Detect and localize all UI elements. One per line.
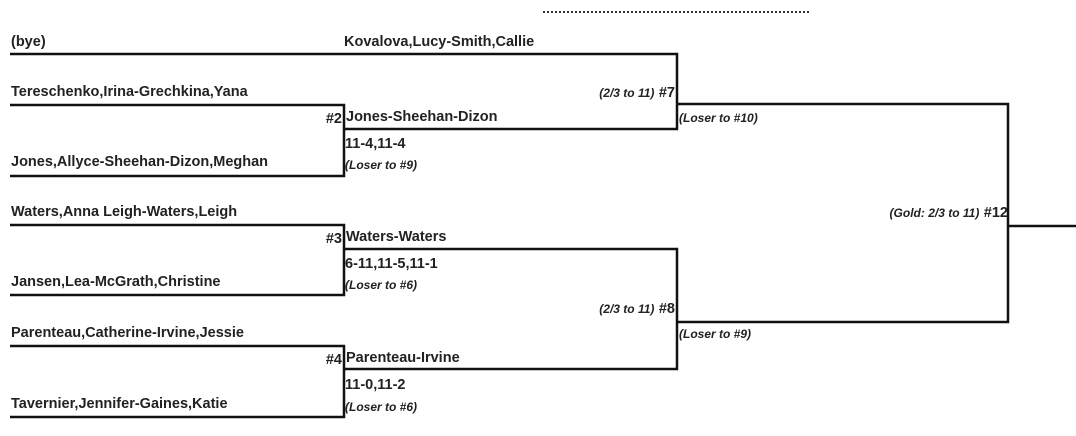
match-4-loser-to: (Loser to #6) <box>345 400 418 414</box>
entry-team: Jansen,Lea-McGrath,Christine <box>11 274 221 290</box>
match-4-winner: Parenteau-Irvine <box>346 350 460 366</box>
dotted-placeholder-line <box>543 11 809 13</box>
match-8-number: #8 <box>658 301 675 317</box>
match-4-number: #4 <box>325 352 342 368</box>
match-2-lines <box>10 103 346 178</box>
match-8-format: (2/3 to 11) <box>599 302 655 316</box>
entry-team: Tereschenko,Irina-Grechkina,Yana <box>11 84 248 100</box>
match-2-score: 11-4,11-4 <box>345 136 406 152</box>
match-3-score: 6-11,11-5,11-1 <box>345 256 438 272</box>
entry-team: Parenteau,Catherine-Irvine,Jessie <box>11 325 244 341</box>
match-8-loser-to: (Loser to #9) <box>679 327 752 341</box>
match-3-lines <box>10 223 346 297</box>
match-2-number: #2 <box>325 111 342 127</box>
entry-team: Tavernier,Jennifer-Gaines,Katie <box>11 396 228 412</box>
match-12-number: #12 <box>983 205 1008 221</box>
match-7-loser-to: (Loser to #10) <box>679 111 758 125</box>
match-4-lines <box>10 344 346 419</box>
match-2-loser-to: (Loser to #9) <box>345 158 418 172</box>
match-3-loser-to: (Loser to #6) <box>345 278 418 292</box>
match-12-header: (Gold: 2/3 to 11) #12 <box>890 204 1008 222</box>
match-8-lines <box>344 247 679 371</box>
match-8-header: (2/3 to 11) #8 <box>599 300 675 318</box>
match-12-lines <box>677 102 1010 324</box>
match-7-lines <box>10 52 679 131</box>
entry-team: Waters,Anna Leigh-Waters,Leigh <box>11 204 238 220</box>
match-2-winner: Jones-Sheehan-Dizon <box>346 109 498 125</box>
entry-team: Jones,Allyce-Sheehan-Dizon,Meghan <box>11 154 269 170</box>
match-4-score: 11-0,11-2 <box>345 377 406 393</box>
match-3-number: #3 <box>325 231 342 247</box>
match-3-winner: Waters-Waters <box>346 229 447 245</box>
match-12-format: (Gold: 2/3 to 11) <box>889 206 980 220</box>
match-7-header: (2/3 to 11) #7 <box>599 84 675 102</box>
match-7-format: (2/3 to 11) <box>599 86 655 100</box>
match-7-number: #7 <box>658 85 675 101</box>
entry-bye: (bye) <box>11 34 46 50</box>
seed-team: Kovalova,Lucy-Smith,Callie <box>344 34 535 50</box>
